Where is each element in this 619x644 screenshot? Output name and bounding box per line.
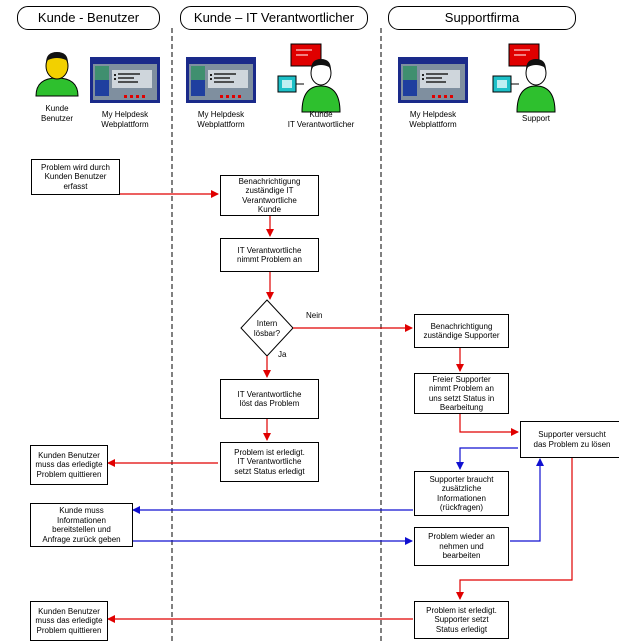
it-person-workstation-icon xyxy=(277,43,341,113)
box-benachrichtigung-it: Benachrichtigung zuständige IT Verantwor… xyxy=(220,175,319,216)
actor-label-support: Support xyxy=(521,114,551,123)
support-person-workstation-icon xyxy=(492,43,556,113)
box-benachrichtigung-supporter: Benachrichtigung zuständige Supporter xyxy=(414,314,509,348)
box-freier-supporter: Freier Supporter nimmt Problem an uns se… xyxy=(414,373,509,414)
box-wieder-an: Problem wieder an nehmen und bearbeiten xyxy=(414,527,509,566)
arrow-versucht-to-erledigt xyxy=(456,458,573,600)
helpdesk-screen-icon-2 xyxy=(186,57,256,103)
box-it-nimmt-an: IT Verantwortliche nimmt Problem an xyxy=(220,238,319,272)
box-kunde-muss: Kunde muss Informationen bereitstellen u… xyxy=(30,503,133,547)
actor-label-helpdesk-3: My Helpdesk Webplattform xyxy=(409,110,457,129)
helpdesk-screen-icon-1 xyxy=(90,57,160,103)
branch-label-ja: Ja xyxy=(278,350,287,359)
box-erledigt-supporter: Problem ist erledigt. Supporter setzt St… xyxy=(414,601,509,639)
arrow-versucht-to-braucht xyxy=(456,447,518,470)
actor-label-kunde-benutzer: Kunde Benutzer xyxy=(40,104,74,123)
lane-header-kunde-it: Kunde – IT Verantwortlicher xyxy=(180,6,368,30)
lane-header-kunde-benutzer: Kunde - Benutzer xyxy=(17,6,160,30)
actor-label-helpdesk-2: My Helpdesk Webplattform xyxy=(197,110,245,129)
box-quittieren-2: Kunden Benutzer muss das erledigte Probl… xyxy=(30,601,108,641)
lane-header-supportfirma: Supportfirma xyxy=(388,6,576,30)
branch-label-nein: Nein xyxy=(306,311,323,320)
user-person-icon xyxy=(35,52,79,97)
box-problem-erfasst: Problem wird durch Kunden Benutzer erfas… xyxy=(31,159,120,195)
box-supporter-braucht: Supporter braucht zusätzliche Informatio… xyxy=(414,471,509,516)
helpdesk-screen-icon-3 xyxy=(398,57,468,103)
box-supporter-versucht: Supporter versucht das Problem zu lösen xyxy=(520,421,619,458)
box-erledigt-it: Problem ist erledigt. IT Verantwortliche… xyxy=(220,442,319,482)
box-quittieren-1: Kunden Benutzer muss das erledigte Probl… xyxy=(30,445,108,485)
arrow-wieder-an-to-versucht xyxy=(510,458,544,542)
decision-text: Intern lösbar? xyxy=(253,319,281,338)
actor-label-helpdesk-1: My Helpdesk Webplattform xyxy=(101,110,149,129)
actor-label-kunde-it: Kunde IT Verantwortlicher xyxy=(287,110,355,129)
arrow-freier-to-versucht xyxy=(459,414,519,436)
box-it-loest: IT Verantwortliche löst das Problem xyxy=(220,379,319,419)
